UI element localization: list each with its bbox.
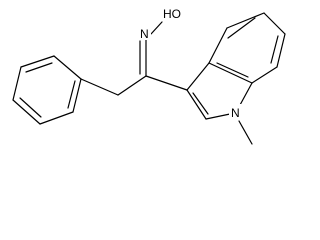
label-bg-oxime-n (138, 26, 151, 40)
indole-c2-n1 (205, 113, 231, 120)
phenyl-double-2 (19, 97, 42, 118)
indole-c5-c6 (263, 12, 286, 35)
indole-double-2 (270, 35, 279, 64)
bond-n-o (150, 21, 163, 35)
indole-c7-c7a (251, 66, 278, 84)
label-bg-indole-n (229, 104, 242, 119)
phenyl-bond-1 (53, 55, 82, 80)
indole-c3a-c4 (208, 27, 228, 64)
indole-double-3 (216, 62, 249, 78)
atom-label-indole-n: N (231, 106, 240, 120)
atom-label-oxime-n: N (140, 27, 149, 41)
bond-lines (12, 12, 286, 145)
indole-c3-c2-double (192, 92, 209, 115)
phenyl-bond-6 (72, 78, 82, 113)
bond-c-c3 (145, 75, 188, 91)
chemical-structure: HO N N (12, 6, 286, 145)
phenyl-bond-3 (12, 66, 22, 101)
bond-n-methyl (238, 120, 253, 145)
bond-c-ch2 (117, 75, 147, 96)
atom-label-ho: HO (163, 7, 181, 21)
phenyl-bond-4 (12, 99, 41, 125)
phenyl-double-1 (25, 62, 53, 73)
indole-c6-c7 (276, 33, 286, 68)
indole-c4-c5 (226, 12, 265, 29)
indole-c7a-c3a (208, 62, 253, 84)
phenyl-bond-2 (20, 55, 55, 68)
label-bg-ho (162, 6, 182, 20)
phenyl-bond-5 (39, 111, 74, 125)
bond-ch2-phenyl (80, 78, 119, 96)
indole-double-1 (227, 17, 256, 39)
indole-c3-c2 (186, 89, 207, 120)
indole-n1-c7a (239, 82, 253, 106)
phenyl-double-3 (67, 80, 76, 109)
atom-labels: HO N N (138, 6, 242, 120)
indole-c3-c3a (186, 62, 210, 91)
